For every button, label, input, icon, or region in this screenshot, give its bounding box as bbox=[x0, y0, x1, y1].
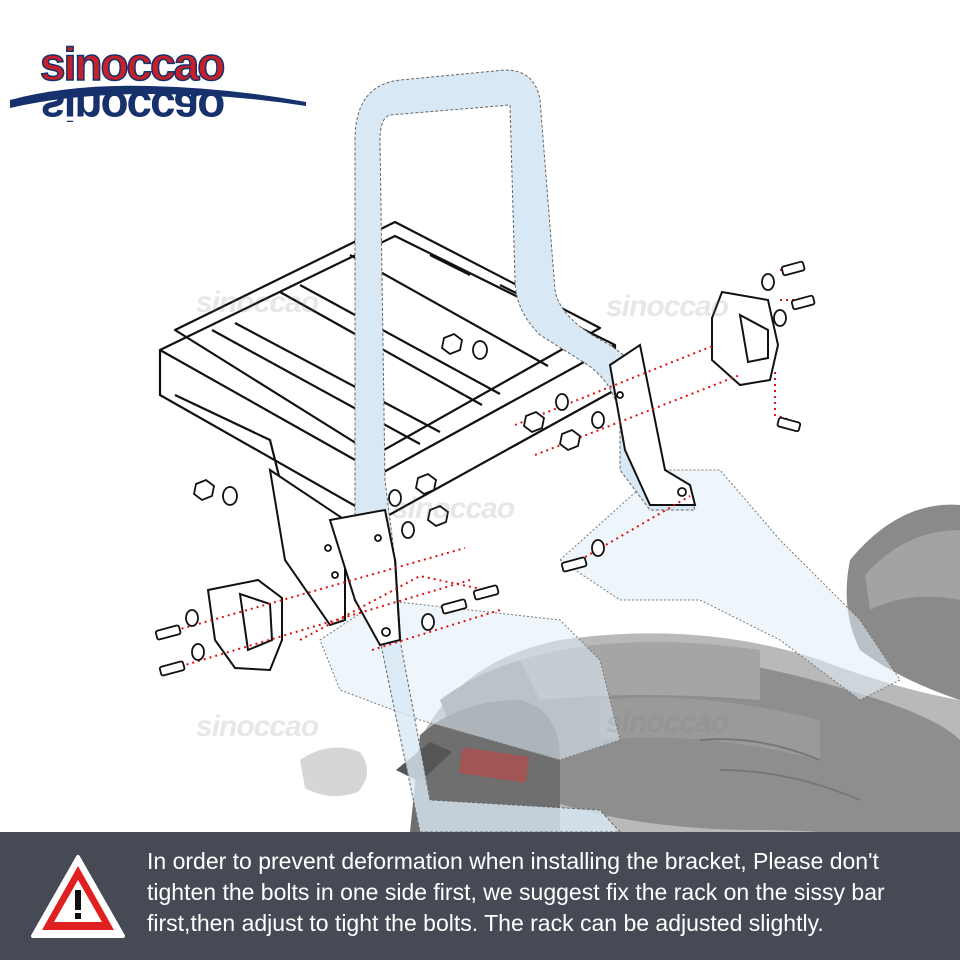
watermark: sinoccao bbox=[196, 286, 319, 319]
notice-text: In order to prevent deformation when ins… bbox=[147, 848, 885, 936]
svg-text:sinoccao: sinoccao bbox=[40, 82, 224, 122]
watermark: sinoccao bbox=[606, 290, 729, 323]
warning-triangle-icon bbox=[30, 854, 126, 940]
watermark: sinoccao bbox=[392, 492, 515, 525]
watermark: sinoccao bbox=[606, 706, 729, 739]
hardware bbox=[154, 260, 816, 677]
notice-banner bbox=[0, 832, 960, 960]
bracket-left bbox=[206, 578, 283, 672]
mounting-plates bbox=[268, 343, 697, 647]
bracket-right bbox=[711, 290, 780, 387]
svg-text:sinoccao: sinoccao bbox=[40, 38, 224, 90]
brand-logo: sinoccao sinoccao bbox=[10, 22, 310, 134]
watermark: sinoccao bbox=[196, 710, 319, 743]
